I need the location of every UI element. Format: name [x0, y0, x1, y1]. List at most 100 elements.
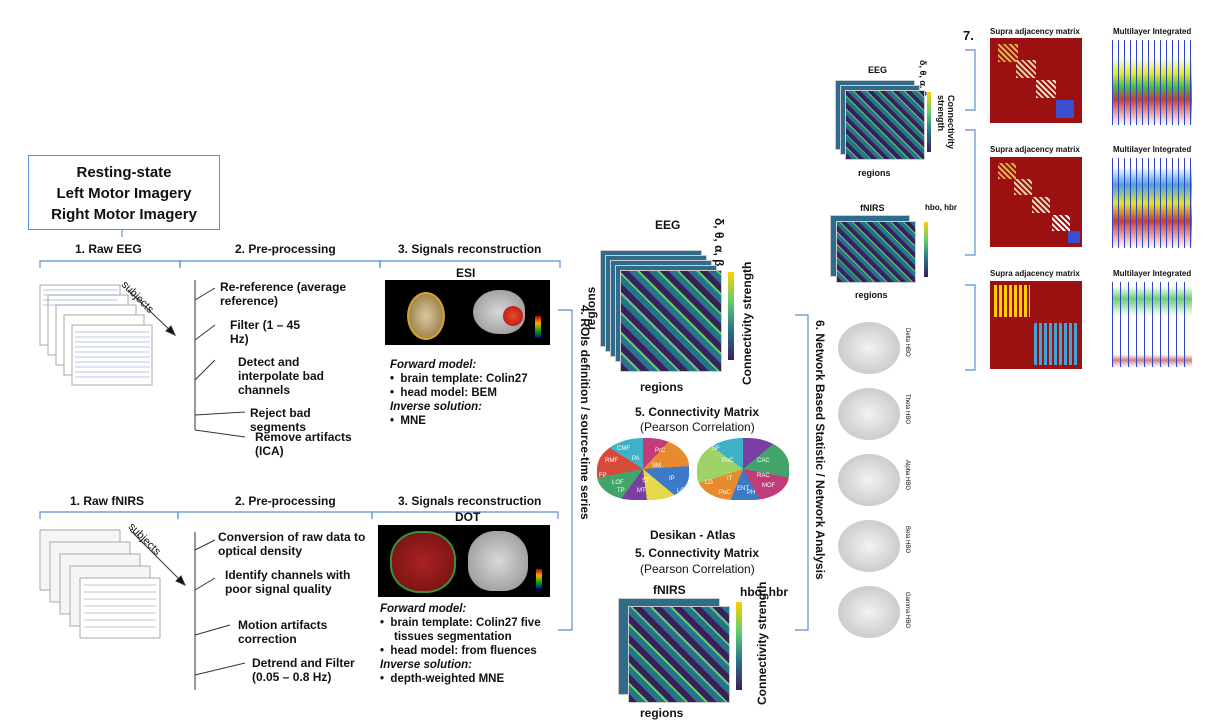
fnirs-recon-title: 3. Signals reconstruction — [398, 494, 542, 508]
ml-eeg-colorbar — [927, 92, 931, 152]
raw-eeg-title: 1. Raw EEG — [75, 242, 142, 256]
eeg-forward-item-2: head model: BEM — [400, 387, 497, 399]
atlas-region-poc: PoC — [722, 458, 734, 464]
eeg-colorbar — [728, 272, 734, 360]
esi-brain-image — [385, 280, 550, 345]
fnirs-matrix-label: fNIRS — [653, 583, 686, 597]
atlas-region-pa: PA — [632, 456, 640, 462]
eeg-recon-title: 3. Signals reconstruction — [398, 242, 542, 256]
connectivity-title-top: 5. Connectivity Matrix — [635, 405, 760, 419]
atlas-region-ip: IP — [669, 476, 675, 482]
atlas-region-tp: TP — [617, 488, 625, 494]
atlas-region-st: ST — [642, 478, 650, 484]
ml-fnirs-stack — [830, 215, 920, 285]
integrated-graph-3 — [1112, 282, 1192, 367]
atlas-region-ent: ENT — [737, 486, 749, 492]
fnirs-colorbar — [736, 602, 742, 690]
atlas-region-ph: PH — [747, 490, 756, 496]
network-analysis-label: 6. Network Based Statistic / Network Ana… — [813, 320, 827, 580]
supra-matrix-3 — [990, 281, 1082, 369]
eeg-inverse-item-1: MNE — [400, 415, 426, 427]
supra-title-1: Supra adjacency matrix — [990, 27, 1080, 36]
ml-eeg-label: EEG — [868, 65, 888, 75]
eeg-step-bad-channels: Detect and interpolate bad channels — [238, 355, 325, 397]
atlas-region-cmf: CMF — [617, 446, 630, 452]
supra-matrix-2 — [990, 157, 1082, 247]
connectivity-subtitle-bottom: (Pearson Correlation) — [640, 562, 755, 576]
band-alpha: Alpha HBO — [904, 460, 910, 491]
ml-eeg-stack — [835, 80, 935, 165]
integrated-graph-1 — [1112, 40, 1192, 125]
atlas-region-mt: MT — [637, 488, 646, 494]
band-beta: Beta HBO — [904, 526, 910, 554]
ml-fnirs-label: fNIRS — [860, 203, 885, 213]
ml-fnirs-colorbar — [924, 222, 928, 277]
ml-fnirs-bands: hbo, hbr — [925, 203, 957, 212]
brain-delta — [838, 322, 900, 374]
ml-fnirs-regions: regions — [855, 290, 888, 300]
supra-title-2: Supra adjacency matrix — [990, 145, 1080, 154]
atlas-region-fp: FP — [599, 473, 607, 479]
connectivity-subtitle-top: (Pearson Correlation) — [640, 420, 755, 434]
integrated-graph-2 — [1112, 158, 1192, 248]
integrated-title-2: Multilayer Integrated — [1113, 145, 1192, 154]
fnirs-model-text: Forward model: • brain template: Colin27… — [380, 602, 560, 686]
connectivity-title-bottom: 5. Connectivity Matrix — [635, 546, 760, 560]
fnirs-preprocessing-title: 2. Pre-processing — [235, 494, 336, 508]
eeg-inverse-heading: Inverse solution: — [390, 401, 483, 413]
atlas-region-poc-2: PoC — [719, 490, 731, 496]
atlas-region-mof: MOF — [762, 483, 776, 489]
brain-theta — [838, 388, 900, 440]
eeg-matrix-label: EEG — [655, 218, 681, 232]
fnirs-forward-heading: Forward model: — [380, 603, 467, 615]
eeg-matrix-stack — [600, 250, 725, 375]
band-delta: Delta HBO — [904, 328, 910, 357]
eeg-step-reject-segments: Reject bad segments — [250, 406, 311, 434]
eeg-model-text: Forward model: • brain template: Colin27… — [390, 358, 560, 428]
band-gamma: Gamma HBO — [904, 592, 910, 629]
dot-label: DOT — [455, 510, 481, 524]
supra-matrix-1 — [990, 38, 1082, 123]
atlas-region-it: IT — [727, 476, 733, 482]
atlas-region-sm: SM — [652, 463, 661, 469]
roi-definition-label: 4. ROIs definition / source-time series — [578, 305, 592, 520]
brain-gamma — [838, 586, 900, 638]
integrated-title-3: Multilayer Integrated — [1113, 269, 1192, 278]
atlas-region-lo: LO — [677, 488, 686, 494]
fnirs-step-poor-channels: Identify channels with poor signal quali… — [225, 568, 351, 596]
eeg-regions-x: regions — [640, 380, 684, 394]
band-theta: Theta HBO — [904, 394, 910, 425]
fnirs-forward-item-2: head model: from fluences — [390, 645, 537, 657]
eeg-step-rereference: Re-reference (average reference) — [220, 280, 347, 308]
eeg-step-remove-artifacts: Remove artifacts (ICA) — [255, 430, 352, 458]
fnirs-forward-item-1: brain template: Colin27 five tissues seg… — [390, 617, 541, 643]
atlas-region-lg: LG — [705, 480, 714, 486]
atlas-region-cac: CAC — [757, 458, 770, 464]
atlas-region-prc: PrC — [655, 448, 666, 454]
atlas-region-sf: SF — [712, 446, 720, 452]
raw-fnirs-title: 1. Raw fNIRS — [70, 494, 145, 508]
supra-title-3: Supra adjacency matrix — [990, 269, 1080, 278]
fnirs-matrix-stack — [618, 598, 733, 708]
eeg-strength-label: Connectivity strength — [740, 261, 754, 385]
eeg-forward-item-1: brain template: Colin27 — [400, 373, 528, 385]
dot-brain-image — [378, 525, 550, 597]
step-seven-number: 7. — [963, 28, 974, 43]
atlas-region-lof: LOF — [612, 480, 624, 486]
integrated-title-1: Multilayer Integrated — [1113, 27, 1192, 36]
atlas-region-rac: RAC — [757, 473, 770, 479]
esi-label: ESI — [456, 266, 476, 280]
brain-alpha — [838, 454, 900, 506]
fnirs-strength-label: Connectivity strength — [755, 581, 769, 705]
ml-eeg-strength: Connectivity strength — [936, 95, 956, 150]
fnirs-step-detrend-filter: Detrend and Filter (0.05 – 0.8 Hz) — [252, 656, 355, 684]
condition-right-mi: Right Motor Imagery — [51, 206, 197, 223]
eeg-regions-y: regions — [584, 286, 598, 330]
fnirs-regions-x: regions — [640, 706, 684, 720]
ml-eeg-regions: regions — [858, 168, 891, 178]
condition-left-mi: Left Motor Imagery — [56, 185, 192, 202]
fnirs-bands-label: hbo, hbr — [740, 585, 788, 599]
condition-resting: Resting-state — [76, 164, 172, 181]
fnirs-step-motion: Motion artifacts correction — [238, 618, 328, 646]
